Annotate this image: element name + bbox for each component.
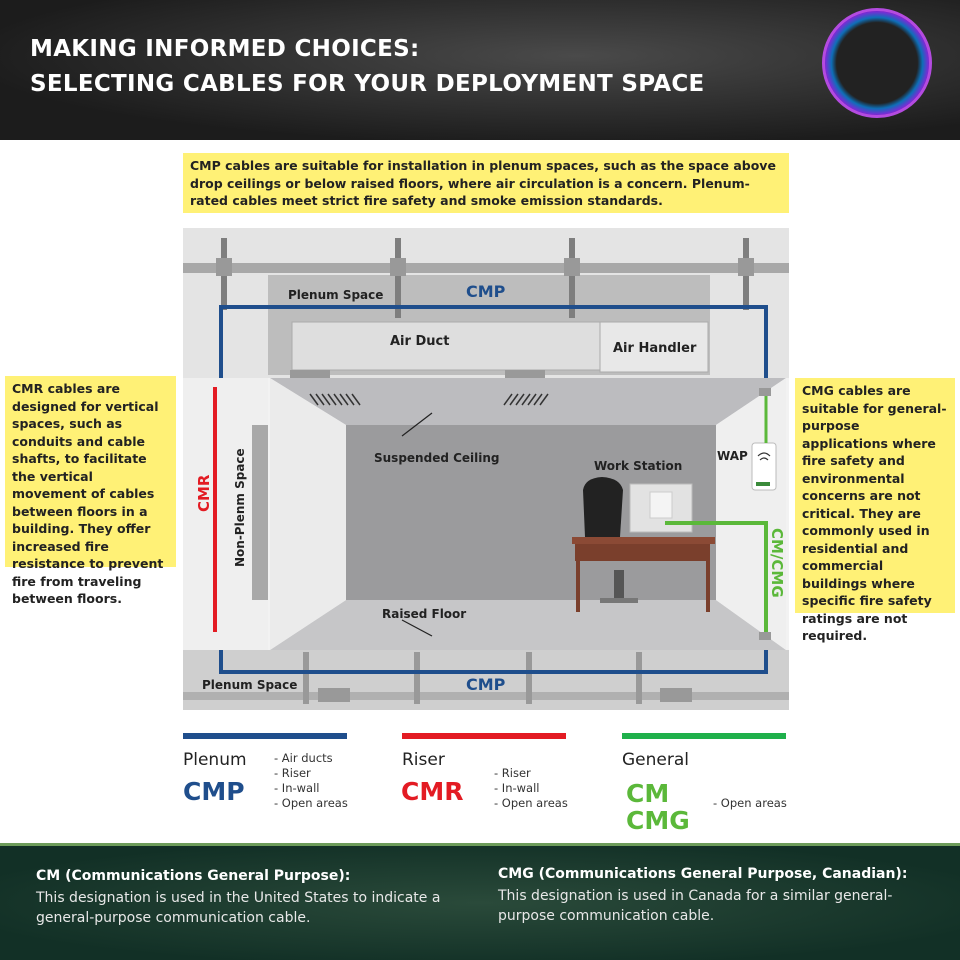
use-item: - In-wall [274,781,320,795]
label-plenum-top: Plenum Space [288,288,383,302]
air-handler [599,321,709,373]
legend-uses-general: - Open areas [713,796,787,811]
raised-floor [270,600,786,650]
header-banner: MAKING INFORMED CHOICES: SELECTING CABLE… [0,0,960,140]
workstation [572,477,715,612]
legend-code-cmr: CMR [401,777,464,806]
wap-device [751,442,777,491]
cmg-text: This designation is used in Canada for a… [498,888,893,924]
use-item: - Riser [274,766,311,780]
footer: CM (Communications General Purpose): Thi… [0,843,960,960]
hanger-rods [216,238,754,318]
label-air-duct: Air Duct [390,334,449,349]
legend-code-cm: CM [626,779,670,808]
ceiling-vents [309,393,549,406]
cmp-cable-top [219,305,768,378]
legend-category-plenum: Plenum [183,750,247,770]
label-non-plenum: Non-Plenm Space [233,448,247,567]
legend-code-cmp: CMP [183,777,245,806]
title-line-1: MAKING INFORMED CHOICES: [30,36,420,62]
label-cm-cmg: CM/CMG [768,528,786,598]
building-diagram: Plenum Space CMP Air Duct Air Handler CM… [183,228,789,710]
label-suspended-ceiling: Suspended Ceiling [374,451,500,465]
use-item: - In-wall [494,781,540,795]
cmg-heading: CMG (Communications General Purpose, Can… [498,866,908,882]
ceiling-pipe [183,263,789,273]
use-item: - Open areas [713,796,787,810]
brand-logo [822,8,932,118]
use-item: - Open areas [274,796,348,810]
use-item: - Air ducts [274,751,333,765]
legend-bar-riser [402,733,566,739]
use-item: - Riser [494,766,531,780]
label-wap: WAP [717,449,748,463]
legend-bar-general [622,733,786,739]
label-raised-floor: Raised Floor [382,607,466,621]
cm-cmg-cable [665,521,768,635]
cm-heading: CM (Communications General Purpose): [36,868,351,884]
label-work-station: Work Station [594,459,682,473]
cm-text: This designation is used in the United S… [36,890,441,926]
left-wall [270,378,346,650]
legend-uses-plenum: - Air ducts- Riser- In-wall- Open areas [274,751,348,811]
legend-bar-plenum [183,733,347,739]
suspended-ceiling [270,378,786,425]
cmg-note: CMG cables are suitable for general-purp… [795,378,955,643]
cmr-note: CMR cables are designed for vertical spa… [5,376,176,606]
legend-category-general: General [622,750,689,770]
label-cmp-top: CMP [466,282,506,301]
cmp-note: CMP cables are suitable for installation… [183,153,789,213]
title-line-2: SELECTING CABLES FOR YOUR DEPLOYMENT SPA… [30,71,705,97]
use-item: - Open areas [494,796,568,810]
label-cmr: CMR [195,474,213,512]
legend-category-riser: Riser [402,750,445,770]
label-plenum-bottom: Plenum Space [202,678,297,692]
cmp-cable-bottom [219,650,768,674]
label-cmp-bottom: CMP [466,675,506,694]
label-air-handler: Air Handler [613,341,697,356]
legend-code-cmg: CMG [626,806,690,835]
legend-uses-riser: - Riser- In-wall- Open areas [494,766,568,811]
